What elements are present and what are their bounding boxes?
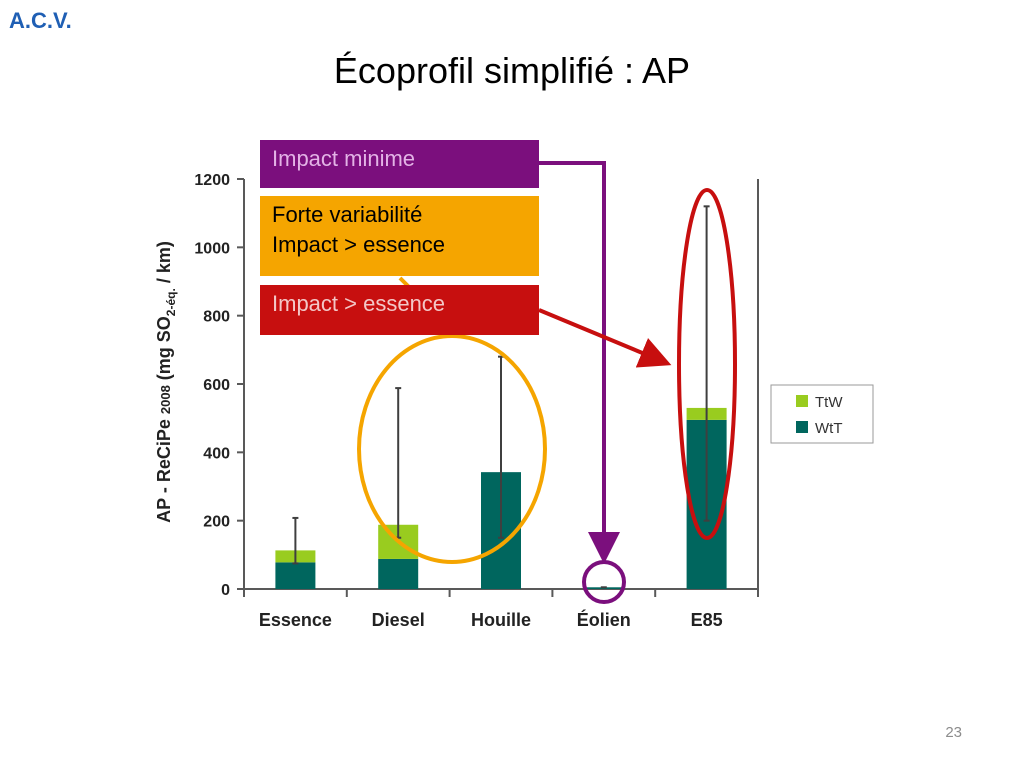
callout-forte-variabilite-line1: Forte variabilité [272, 202, 423, 227]
legend-swatch [796, 395, 808, 407]
callout-impact-minime-text: Impact minime [272, 146, 416, 171]
callout-forte-variabilite-line2: Impact > essence [272, 232, 446, 257]
callout-impact-minime: Impact minime [260, 140, 539, 188]
y-tick-label: 0 [221, 582, 230, 599]
legend-label: WtT [815, 420, 843, 437]
bar-wtt [378, 558, 419, 589]
callout-impact-superieur-text: Impact > essence [272, 291, 446, 316]
arrow-red [538, 308, 672, 368]
legend-label: TtW [815, 394, 843, 411]
y-tick-label: 800 [203, 309, 230, 326]
brand-label: A.C.V. [9, 8, 72, 33]
y-tick-label: 200 [203, 514, 230, 531]
page-number: 23 [945, 724, 962, 741]
highlight-ellipse-red [677, 188, 737, 540]
x-category-label: E85 [691, 610, 723, 630]
callout-impact-superieur: Impact > essence [260, 285, 539, 335]
y-tick-label: 600 [203, 377, 230, 394]
y-axis-title: AP - ReCiPe 2008 (mg SO2-éq. / km) [154, 241, 178, 523]
x-category-label: Diesel [372, 610, 425, 630]
legend-swatch [796, 421, 808, 433]
bar-wtt [275, 562, 316, 589]
highlight-ellipse-orange [357, 334, 547, 564]
x-category-label: Essence [259, 610, 332, 630]
arrow-purple [539, 161, 620, 564]
x-category-label: Houille [471, 610, 531, 630]
callout-forte-variabilite: Forte variabilité Impact > essence [260, 196, 539, 276]
y-tick-label: 1000 [194, 240, 230, 257]
y-tick-label: 400 [203, 445, 230, 462]
legend-box [770, 384, 874, 444]
y-tick-label: 1200 [194, 172, 230, 189]
x-category-label: Éolien [577, 609, 631, 630]
highlight-circle-purple [582, 560, 626, 604]
slide-title: Écoprofil simplifié : AP [333, 50, 691, 91]
